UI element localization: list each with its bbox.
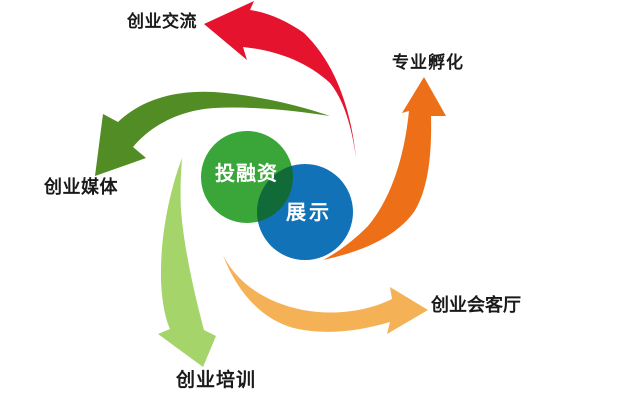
- label-lounge: 创业会客厅: [431, 295, 521, 316]
- arrow-training-icon: [158, 158, 216, 367]
- label-exchange: 创业交流: [127, 12, 197, 32]
- label-investment: 投融资: [215, 161, 278, 185]
- arrow-exchange-icon: [204, 1, 356, 158]
- label-training: 创业培训: [176, 369, 257, 391]
- circle-overlap: [257, 164, 293, 223]
- arrow-media-icon: [95, 91, 330, 176]
- arrow-incubation-icon: [323, 77, 446, 260]
- arrow-lounge-icon: [223, 255, 428, 334]
- label-incubation: 专业孵化: [392, 53, 464, 73]
- label-media: 创业媒体: [44, 177, 118, 198]
- label-display: 展示: [286, 200, 332, 224]
